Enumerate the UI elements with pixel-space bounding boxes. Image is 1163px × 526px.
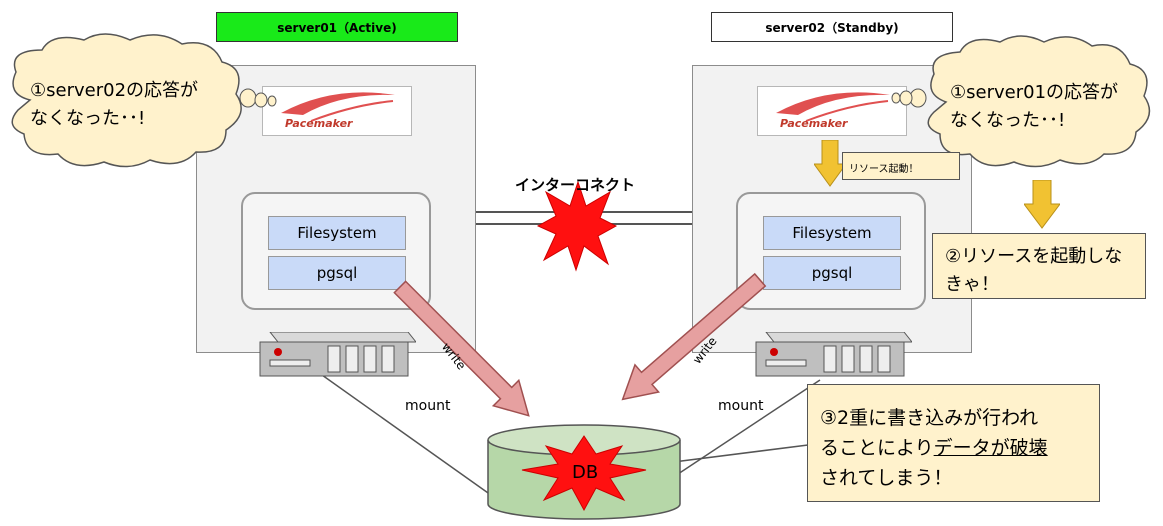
pacemaker-logo-left: Pacemaker xyxy=(262,86,412,136)
resource-start-note-text: リソース起動！ xyxy=(849,164,919,175)
server02-title-text: server02（Standby) xyxy=(765,20,899,35)
resource-pgsql-left-label: pgsql xyxy=(316,264,358,282)
bubble-left-line2: なくなった･･! xyxy=(30,108,146,129)
interconnect-label: インターコネクト xyxy=(515,176,636,194)
data-corruption-note-line2-prefix: ることにより xyxy=(820,437,934,459)
resource-group-right xyxy=(736,192,926,310)
resource-pgsql-left: pgsql xyxy=(268,256,406,290)
resource-filesystem-right-label: Filesystem xyxy=(792,224,872,242)
decision-arrow-icon xyxy=(1024,180,1060,229)
data-corruption-note-line1: ③2重に書き込みが行われ xyxy=(820,407,1039,429)
mount-line-right xyxy=(671,379,821,479)
bubble-right-line2: なくなった･･! xyxy=(950,110,1066,131)
data-corruption-note-line2-underlined: データが破壊 xyxy=(933,437,1048,459)
server01-title-text: server01（Active) xyxy=(277,20,397,35)
resource-filesystem-left: Filesystem xyxy=(268,216,406,250)
pacemaker-logo-right: Pacemaker xyxy=(757,86,907,136)
resource-filesystem-left-label: Filesystem xyxy=(297,224,377,242)
pacemaker-swoosh-icon xyxy=(776,92,890,122)
resource-pgsql-right: pgsql xyxy=(763,256,901,290)
pacemaker-swoosh-icon xyxy=(281,92,395,122)
write-arrow-right xyxy=(621,272,767,401)
write-arrow-left xyxy=(393,280,530,417)
start-resource-note: ②リソースを起動しな きゃ！ xyxy=(932,233,1146,299)
data-corruption-note: ③2重に書き込みが行われ ることによりデータが破壊 されてしまう！ xyxy=(807,384,1100,502)
start-resource-note-line1: ②リソースを起動しな xyxy=(945,246,1123,267)
start-resource-note-line2: きゃ！ xyxy=(945,274,999,295)
server-hardware-icon-left xyxy=(259,332,416,377)
server-hardware-icon-right xyxy=(755,332,912,377)
data-corruption-note-line2: ることによりデータが破壊 xyxy=(820,433,1048,460)
resource-start-note: リソース起動！ xyxy=(842,152,960,180)
pacemaker-logo-text-right: Pacemaker xyxy=(780,117,848,130)
resource-start-arrow-icon xyxy=(814,140,846,187)
db-cylinder-icon xyxy=(487,424,681,520)
server01-title: server01（Active) xyxy=(216,12,458,42)
server02-title: server02（Standby) xyxy=(711,12,953,42)
bubble-right-line1: ①server01の応答が xyxy=(950,82,1119,103)
mount-label-right: mount xyxy=(718,398,764,414)
interconnect-burst-icon xyxy=(536,180,618,272)
pacemaker-logo-text-left: Pacemaker xyxy=(285,117,353,130)
resource-filesystem-right: Filesystem xyxy=(763,216,901,250)
thought-bubble-right xyxy=(891,35,1151,168)
db-burst-icon xyxy=(521,435,647,512)
mount-line-left xyxy=(321,374,506,506)
data-corruption-note-line3: されてしまう！ xyxy=(820,467,953,489)
thought-bubble-left xyxy=(11,33,277,168)
resource-pgsql-right-label: pgsql xyxy=(811,264,853,282)
db-label: DB xyxy=(572,462,599,483)
mount-label-left: mount xyxy=(405,398,451,414)
bubble-left-line1: ①server02の応答が xyxy=(30,80,199,101)
